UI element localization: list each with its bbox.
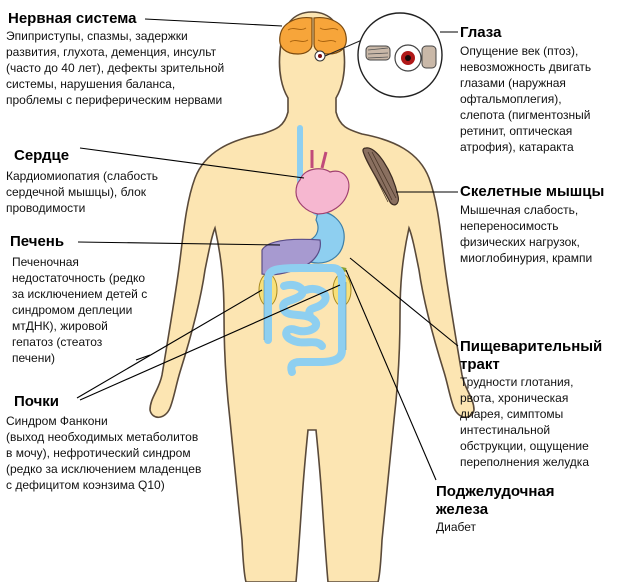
leader-pancreas — [345, 269, 437, 481]
eye-pupil — [405, 55, 411, 61]
eyes-title: Глаза — [460, 24, 502, 41]
arm-muscle — [362, 147, 399, 206]
heart-text: Кардиомиопатия (слабость сердечной мышцы… — [6, 169, 158, 215]
pancreas-title: Поджелудочная железа — [436, 483, 555, 518]
liver-title: Печень — [10, 233, 65, 250]
eyes-text: Опущение век (птоз), невозможность двига… — [460, 44, 592, 154]
eye-muscle-left-fibers — [367, 47, 389, 59]
kidneys-text: Синдром Фанкони (выход необходимых метаб… — [6, 414, 202, 492]
stray-mark — [135, 354, 151, 361]
large-intestine-edge — [263, 280, 347, 350]
heart-title: Сердце — [14, 147, 70, 164]
arm-muscle-body — [362, 147, 399, 206]
leader-lines — [76, 18, 459, 481]
brain-folds — [287, 27, 339, 43]
gi-tract-text: Трудности глотания, рвота, хроническая д… — [460, 375, 589, 469]
leader-liver — [77, 241, 281, 246]
arm-muscle-fibers — [365, 151, 397, 203]
pancreas-text: Диабет — [436, 520, 477, 534]
eye-muscle-right — [421, 45, 437, 69]
heart-vessels — [310, 150, 328, 169]
nervous-system-title: Нервная система — [8, 10, 137, 27]
brain-left-hemisphere — [279, 17, 313, 55]
intestine-outline — [263, 280, 347, 350]
intestines — [264, 264, 346, 376]
brain — [279, 17, 347, 55]
heart — [295, 168, 350, 215]
face-eye — [314, 50, 326, 62]
eye-zoom — [324, 12, 443, 98]
leader-kidney-left — [76, 289, 263, 399]
large-intestine — [264, 264, 346, 376]
leader-heart — [79, 147, 305, 179]
eye-zoom-connector — [324, 39, 363, 57]
face-eye-pupil — [318, 54, 322, 58]
leader-gi — [349, 257, 459, 347]
leader-nervous — [144, 18, 283, 27]
leader-kidney-right — [79, 284, 341, 401]
kidneys-title: Почки — [14, 393, 60, 410]
nervous-system-text: Эпиприступы, спазмы, задержки развития, … — [6, 29, 225, 107]
brain-right-hemisphere — [313, 17, 347, 55]
small-intestine — [279, 281, 330, 350]
gi-tract-title: Пищеварительный тракт — [460, 338, 603, 373]
liver-text: Печеночная недостаточность (редко за иск… — [12, 255, 148, 365]
muscles-text: Мышечная слабость, непереносимость физич… — [460, 203, 593, 265]
muscles-title: Скелетные мышцы — [460, 183, 605, 200]
